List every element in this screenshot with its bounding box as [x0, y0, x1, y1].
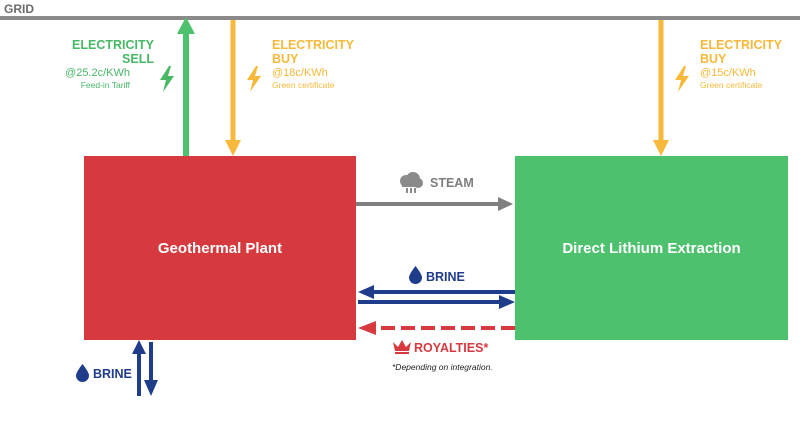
- sell-title-line1: ELECTRICITY: [72, 38, 154, 52]
- brine-exchange-label: BRINE: [426, 270, 465, 284]
- royalties-arrow: [358, 321, 515, 335]
- geothermal-plant-label: Geothermal Plant: [157, 239, 283, 257]
- droplet-icon: [76, 364, 89, 382]
- lightning-icon: [247, 66, 261, 92]
- buy-dle-annotation: ELECTRICITY BUY @15c/KWh Green certifica…: [700, 38, 795, 91]
- buy-dle-rate: @15c/KWh: [700, 67, 756, 79]
- crown-icon: [393, 340, 411, 354]
- buy-plant-annotation: ELECTRICITY BUY @18c/KWh Green certifica…: [272, 38, 392, 91]
- droplet-icon: [409, 266, 422, 284]
- brine-well-up-arrow: [132, 340, 146, 396]
- buy-plant-title-line2: BUY: [272, 52, 299, 66]
- buy-plant-title-line1: ELECTRICITY: [272, 38, 354, 52]
- steam-label: STEAM: [430, 176, 474, 190]
- buy-plant-rate: @18c/KWh: [272, 67, 328, 79]
- buy-plant-note: Green certificate: [272, 80, 335, 90]
- buy-dle-arrow: [653, 20, 669, 156]
- buy-plant-arrow: [225, 20, 241, 156]
- buy-dle-note: Green certificate: [700, 80, 763, 90]
- sell-annotation: ELECTRICITY SELL @25.2c/KWh Feed-in Tari…: [44, 38, 154, 91]
- sell-title-line2: SELL: [122, 52, 154, 66]
- grid-label: GRID: [4, 2, 34, 16]
- dle-node: Direct Lithium Extraction: [515, 156, 788, 340]
- brine-well-down-arrow: [144, 342, 158, 396]
- buy-dle-title-line1: ELECTRICITY: [700, 38, 782, 52]
- cloud-icon: [400, 172, 423, 193]
- geothermal-plant-node: Geothermal Plant: [84, 156, 356, 340]
- dle-label: Direct Lithium Extraction: [562, 239, 741, 257]
- sell-rate: @25.2c/KWh: [65, 67, 130, 79]
- brine-supply-arrow: [358, 295, 515, 309]
- steam-arrow: [356, 197, 513, 211]
- lightning-icon: [675, 66, 689, 92]
- royalties-label: ROYALTIES*: [414, 341, 489, 355]
- brine-well-label: BRINE: [93, 367, 132, 381]
- brine-return-arrow: [358, 285, 515, 299]
- sell-arrow: [177, 17, 195, 156]
- sell-note: Feed-in Tariff: [80, 80, 130, 90]
- royalties-footnote: *Depending on integration.: [392, 362, 493, 372]
- lightning-icon: [160, 66, 174, 92]
- buy-dle-title-line2: BUY: [700, 52, 727, 66]
